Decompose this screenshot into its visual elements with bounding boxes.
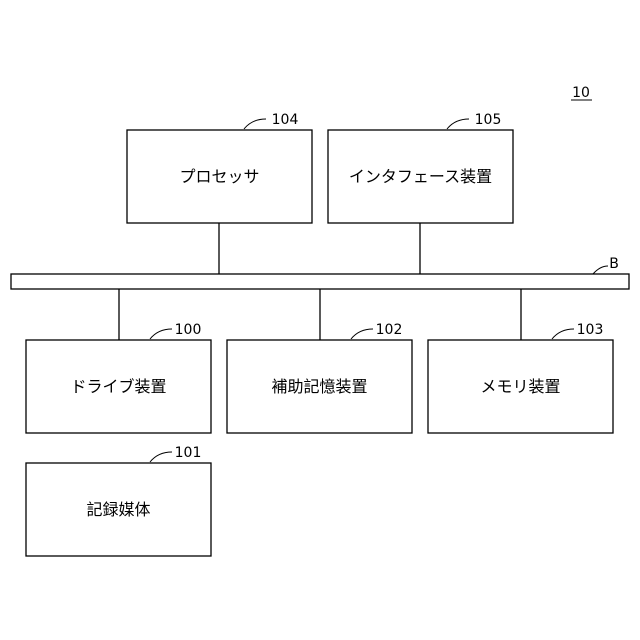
media-label: 記録媒体 [86,500,150,519]
media-block: 記録媒体 101 [26,445,211,556]
processor-ref: 104 [272,112,299,128]
aux-storage-ref: 102 [376,322,403,338]
interface-block: インタフェース装置 105 [328,112,513,223]
drive-ref-leader [150,329,172,339]
media-ref: 101 [175,445,202,461]
aux-storage-label: 補助記憶装置 [271,377,367,396]
bus-label: B [609,256,619,272]
memory-label: メモリ装置 [480,377,560,396]
processor-ref-leader [244,119,266,129]
memory-ref: 103 [577,322,604,338]
interface-label: インタフェース装置 [349,167,492,186]
media-ref-leader [150,452,172,462]
drive-label: ドライブ装置 [70,377,166,396]
aux-storage-ref-leader [351,329,373,339]
processor-block: プロセッサ 104 [127,112,312,223]
processor-label: プロセッサ [179,167,259,186]
interface-ref-leader [447,119,469,129]
figure-ref-number: 10 [572,85,590,101]
bus-leader [593,266,608,274]
memory-ref-leader [552,329,574,339]
drive-ref: 100 [175,322,202,338]
interface-ref: 105 [475,112,502,128]
system-bus [11,274,629,289]
